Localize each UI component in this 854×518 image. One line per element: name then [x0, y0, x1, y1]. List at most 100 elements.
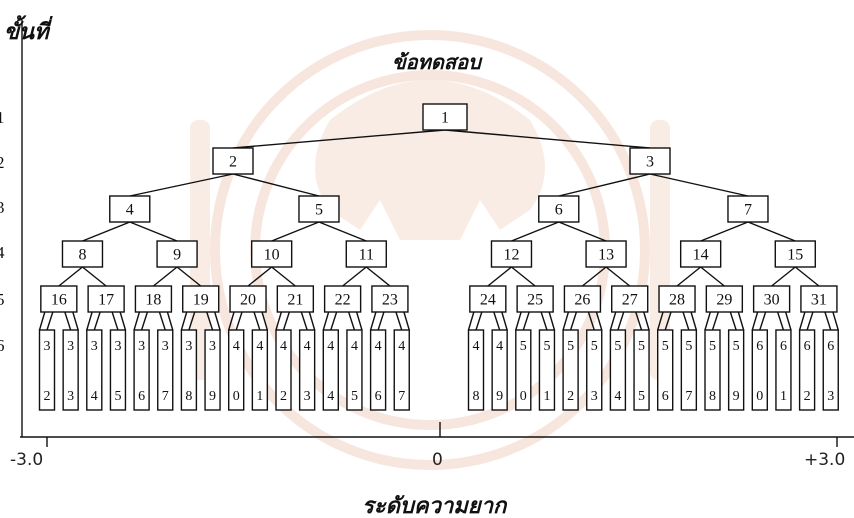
edge-l5-leaf — [404, 312, 409, 330]
leaf-digit-bottom: 6 — [138, 389, 145, 404]
node-6-label: 6 — [555, 202, 563, 219]
edge-l4-l5 — [701, 267, 725, 286]
node-10-label: 10 — [264, 247, 280, 264]
leaf-digit-bottom: 8 — [185, 389, 192, 404]
leaf-digit-top: 3 — [67, 339, 74, 354]
node-14-label: 14 — [693, 247, 709, 264]
edge-l5-leaf — [618, 312, 624, 330]
edge-l5-leaf — [301, 312, 307, 330]
edge-l5-leaf — [563, 312, 568, 330]
leaf-digit-top: 5 — [733, 339, 740, 354]
leaf-digit-bottom: 9 — [496, 389, 503, 404]
edge-l4-l5 — [82, 267, 106, 286]
leaf-digit-bottom: 6 — [375, 389, 382, 404]
edge-l5-leaf — [254, 312, 260, 330]
edge-l5-leaf — [476, 312, 482, 330]
edge-l5-leaf — [371, 312, 376, 330]
edge-l4-l5 — [177, 267, 201, 286]
leaf-digit-bottom: 0 — [520, 389, 527, 404]
edge-l5-leaf — [229, 312, 234, 330]
edge-l5-leaf — [357, 312, 362, 330]
leaf-digit-top: 5 — [591, 339, 598, 354]
leaf-digit-bottom: 6 — [662, 389, 669, 404]
node-29-label: 29 — [716, 292, 732, 309]
node-20-label: 20 — [240, 292, 256, 309]
edge-l2-l3 — [650, 174, 748, 196]
leaf-digit-bottom: 3 — [304, 389, 311, 404]
level-label-6: 6 — [0, 336, 5, 356]
leaf-digit-top: 4 — [304, 339, 311, 354]
edge-l3-l4 — [559, 222, 606, 241]
edge-l5-leaf — [658, 312, 663, 330]
edge-l5-leaf — [807, 312, 813, 330]
edge-l5-leaf — [778, 312, 784, 330]
edge-l5-leaf — [752, 312, 757, 330]
leaf-digit-top: 4 — [398, 339, 405, 354]
node-25-label: 25 — [527, 292, 543, 309]
leaf-digit-top: 3 — [162, 339, 169, 354]
node-24-label: 24 — [480, 292, 496, 309]
edge-l5-leaf — [47, 312, 53, 330]
node-19-label: 19 — [193, 292, 209, 309]
edge-l5-leaf — [730, 312, 736, 330]
edge-l4-l5 — [677, 267, 701, 286]
tick-label-right: +3.0 — [804, 450, 845, 470]
leaf-digit-bottom: 8 — [473, 389, 480, 404]
edge-l5-leaf — [236, 312, 242, 330]
leaf-digit-top: 3 — [44, 339, 51, 354]
leaf-digit-top: 4 — [280, 339, 287, 354]
leaf-digit-bottom: 4 — [327, 389, 334, 404]
edge-l3-l4 — [272, 222, 319, 241]
node-13-label: 13 — [598, 247, 614, 264]
edge-l4-l5 — [343, 267, 367, 286]
edge-l5-leaf — [167, 312, 172, 330]
node-9-label: 9 — [173, 247, 181, 264]
edge-l5-leaf — [469, 312, 474, 330]
level-label-4: 4 — [0, 243, 5, 263]
leaf-digit-bottom: 5 — [114, 389, 121, 404]
leaf-digit-top: 3 — [91, 339, 98, 354]
edge-1-3 — [445, 130, 650, 148]
leaf-digit-top: 4 — [256, 339, 263, 354]
edge-l5-leaf — [588, 312, 594, 330]
level-axis-title: ขั้นที่ — [4, 14, 49, 49]
node-30-label: 30 — [764, 292, 780, 309]
leaf-digit-bottom: 7 — [398, 389, 405, 404]
edge-l5-leaf — [596, 312, 601, 330]
leaf-digit-top: 4 — [327, 339, 334, 354]
edge-l4-l5 — [153, 267, 177, 286]
edge-l5-leaf — [494, 312, 500, 330]
edge-l5-leaf — [309, 312, 314, 330]
edge-l5-leaf — [215, 312, 220, 330]
node-31-label: 31 — [811, 292, 827, 309]
edge-l5-leaf — [181, 312, 186, 330]
leaf-digit-top: 5 — [520, 339, 527, 354]
edge-l5-leaf — [142, 312, 148, 330]
edge-l4-l5 — [511, 267, 535, 286]
leaf-digit-top: 5 — [709, 339, 716, 354]
edge-l5-leaf — [349, 312, 355, 330]
edge-l4-l5 — [272, 267, 296, 286]
edge-l3-l4 — [511, 222, 558, 241]
leaf-digit-top: 4 — [473, 339, 480, 354]
level-label-3: 3 — [0, 198, 5, 218]
leaf-digit-top: 6 — [827, 339, 834, 354]
leaf-digit-bottom: 3 — [67, 389, 74, 404]
edge-l5-leaf — [65, 312, 71, 330]
edge-l5-leaf — [571, 312, 577, 330]
edge-l5-leaf — [833, 312, 838, 330]
edge-l5-leaf — [396, 312, 402, 330]
node-8-label: 8 — [78, 247, 86, 264]
edge-l5-leaf — [636, 312, 642, 330]
edge-l5-leaf — [541, 312, 547, 330]
edge-l5-leaf — [87, 312, 92, 330]
edge-l5-leaf — [94, 312, 100, 330]
node-23-label: 23 — [382, 292, 398, 309]
leaf-digit-top: 5 — [543, 339, 550, 354]
edge-l5-leaf — [502, 312, 507, 330]
edge-l2-l3 — [233, 174, 319, 196]
edge-l4-l5 — [366, 267, 390, 286]
edge-l5-leaf — [276, 312, 281, 330]
node-3-label: 3 — [646, 154, 654, 171]
edge-l4-l5 — [582, 267, 606, 286]
